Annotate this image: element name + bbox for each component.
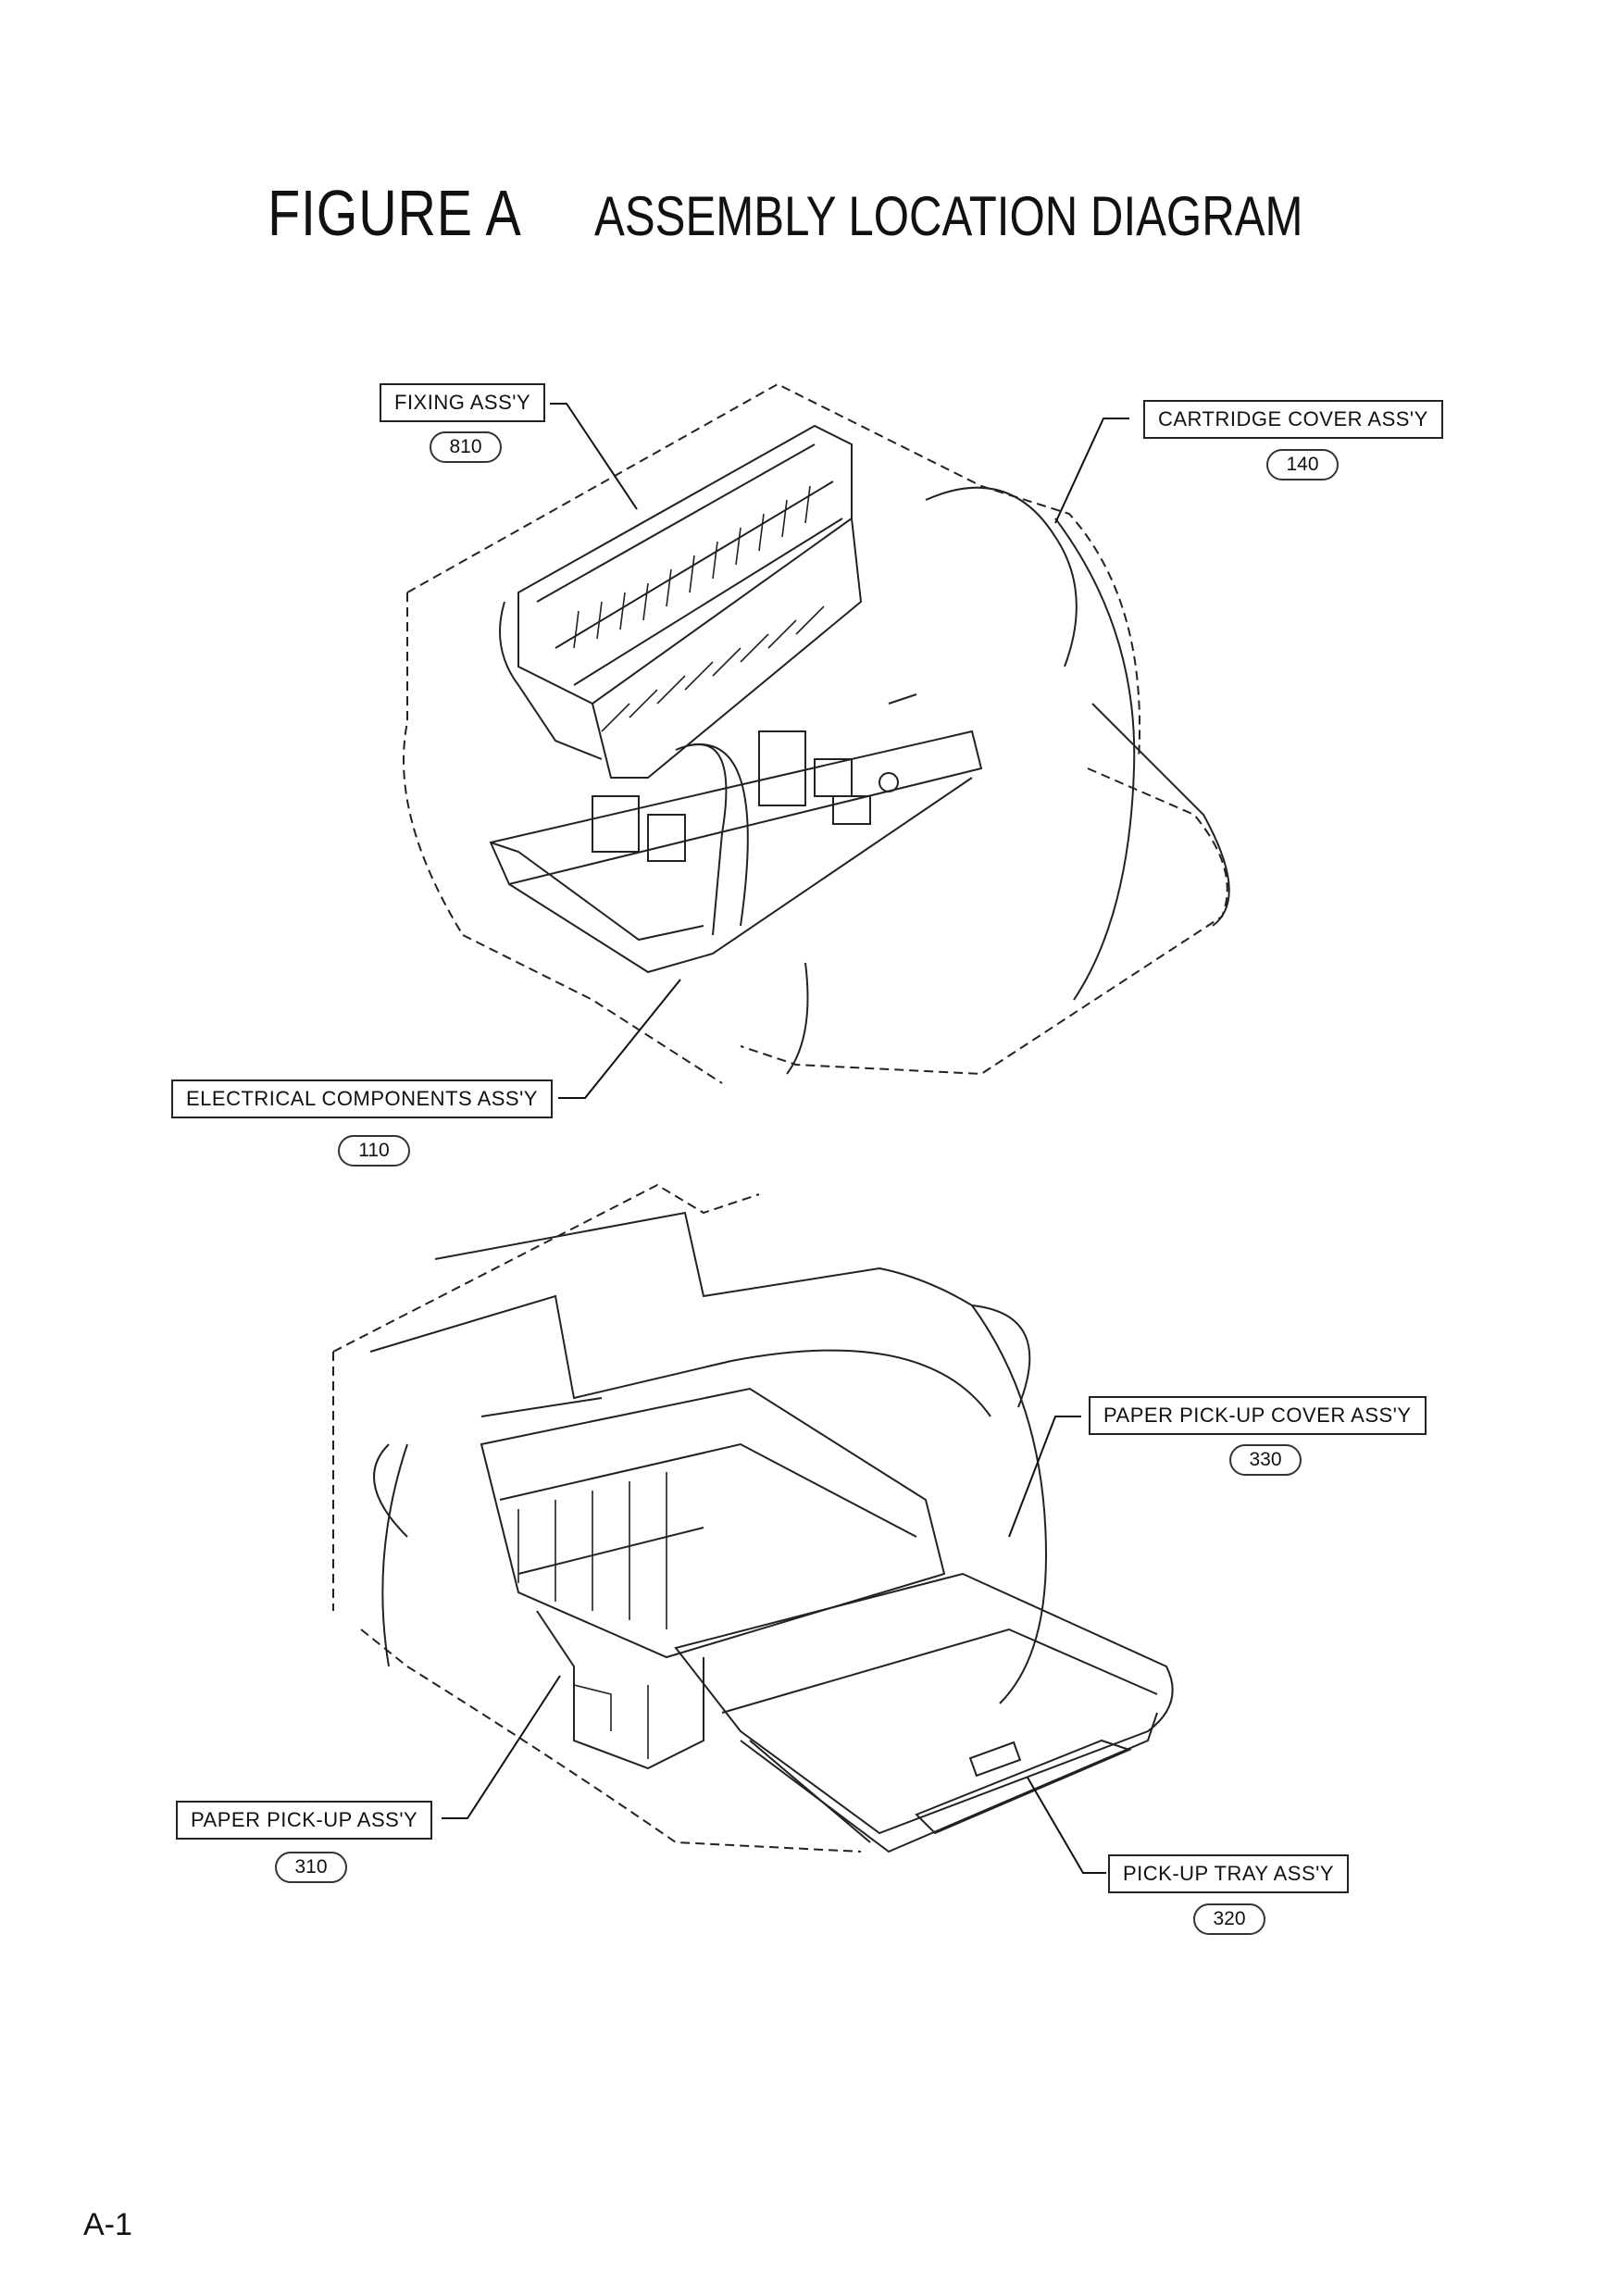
callout-electrical-components-assy-number: 110	[338, 1135, 410, 1167]
callout-fixing-assy-number: 810	[430, 431, 502, 463]
callout-paper-pickup-cover-assy-number: 330	[1229, 1444, 1302, 1476]
callout-paper-pickup-assy-number: 310	[275, 1852, 347, 1883]
lower-printer-drawing	[332, 1183, 1174, 1874]
callout-cartridge-cover-assy-number: 140	[1266, 449, 1339, 480]
callout-pickup-tray-assy-number: 320	[1193, 1903, 1265, 1935]
callout-fixing-assy: FIXING ASS'Y	[380, 383, 546, 422]
figure-subtitle: ASSEMBLY LOCATION DIAGRAM	[593, 185, 1303, 247]
callout-electrical-components-assy: ELECTRICAL COMPONENTS ASS'Y	[171, 1079, 553, 1118]
page-number: A-1	[83, 2207, 132, 2242]
callout-paper-pickup-assy: PAPER PICK-UP ASS'Y	[176, 1801, 433, 1840]
upper-printer-drawing	[403, 382, 1230, 1099]
callout-cartridge-cover-assy: CARTRIDGE COVER ASS'Y	[1143, 400, 1443, 439]
page-title: FIGURE A ASSEMBLY LOCATION DIAGRAM	[0, 176, 1620, 250]
callout-pickup-tray-assy: PICK-UP TRAY ASS'Y	[1108, 1854, 1349, 1893]
figure-label: FIGURE A	[267, 177, 522, 249]
callout-paper-pickup-cover-assy: PAPER PICK-UP COVER ASS'Y	[1089, 1396, 1427, 1435]
